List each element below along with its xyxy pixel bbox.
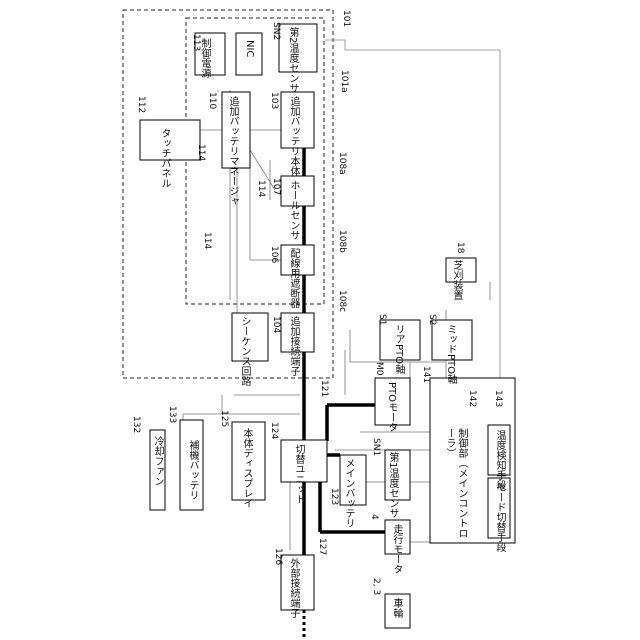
ref-142: 142 (466, 390, 478, 407)
ref-114-b: 114 (255, 180, 267, 197)
ref-113: 113 (190, 34, 202, 51)
aux-battery-label: 補機バッテリ (186, 440, 198, 500)
ref-s1: S1 (376, 314, 388, 325)
ref-126: 126 (272, 548, 284, 565)
mid-pto-label: ミッドPTO軸 (444, 324, 456, 384)
ref-132: 132 (130, 416, 142, 433)
controller-label: 制御部（メインコントローラ） (443, 428, 467, 540)
ref-104: 104 (270, 316, 282, 333)
ref-sn1: SN1 (370, 438, 382, 456)
mode-switch-label: モード切替手段 (493, 482, 505, 552)
ref-4: 4 (368, 514, 380, 520)
ref-121: 121 (318, 380, 330, 397)
ref-110: 110 (206, 92, 218, 109)
main-battery-label: メインバッテリ (342, 458, 354, 528)
extra-terminal-label: 追加接続端子 (287, 316, 299, 376)
temp-sensor2-label: 第2温度センサ (286, 27, 298, 93)
ref-114-c: 114 (201, 232, 213, 249)
extra-battery-label: 追加バッテリ本体 (287, 96, 299, 176)
mower-label: 芝刈装置 (450, 260, 462, 300)
main-display-label: 本体ディスプレイ (240, 428, 252, 508)
ref-106: 106 (268, 246, 280, 263)
ref-2-3: 2, 3 (370, 578, 382, 595)
travel-motor-label: 走行モータ (390, 524, 402, 574)
ref-125: 125 (218, 410, 230, 427)
ref-101a: 101a (338, 70, 350, 93)
ref-108a: 108a (336, 152, 348, 175)
sequence-circuit-label: シーケンス回路 (238, 316, 250, 386)
ref-s2: S2 (426, 314, 438, 325)
ref-18: 18 (454, 242, 466, 253)
nic-label: NIC (243, 40, 255, 57)
hall-sensor-label: ホールセンサ (287, 180, 299, 240)
battery-manager-label: 追加バッテリマネージャ (226, 96, 238, 206)
ref-114-a: 114 (195, 144, 207, 161)
ref-101: 101 (340, 10, 352, 27)
touch-panel-label: タッチパネル (158, 128, 170, 188)
temp-sensor1-label: 第1温度センサ (386, 452, 398, 518)
switch-unit-label: 切替ユニット (292, 444, 304, 504)
ref-103: 103 (268, 92, 280, 109)
ref-127: 127 (316, 538, 328, 555)
ref-107: 107 (270, 178, 282, 195)
ref-108c: 108c (336, 290, 348, 312)
ref-sn2: SN2 (270, 22, 282, 40)
ref-108b: 108b (336, 230, 348, 253)
breaker-label: 配線用遮断器 (287, 248, 299, 308)
ref-112: 112 (135, 96, 147, 113)
wheel-label: 車輪 (390, 598, 402, 618)
cooling-fan-label: 冷却ファン (151, 436, 163, 486)
ref-124: 124 (268, 422, 280, 439)
rear-pto-label: リアPTO軸 (392, 324, 404, 374)
ref-133: 133 (166, 406, 178, 423)
ref-143: 143 (492, 390, 504, 407)
ref-m0: M0 (373, 362, 385, 376)
temp-detect-label: 温度検知手段 (493, 430, 505, 490)
pto-motor-label: PTOモータ (385, 382, 397, 432)
ref-123: 123 (328, 488, 340, 505)
external-terminal-label: 外部接続端子 (287, 558, 299, 618)
ref-141: 141 (420, 366, 432, 383)
